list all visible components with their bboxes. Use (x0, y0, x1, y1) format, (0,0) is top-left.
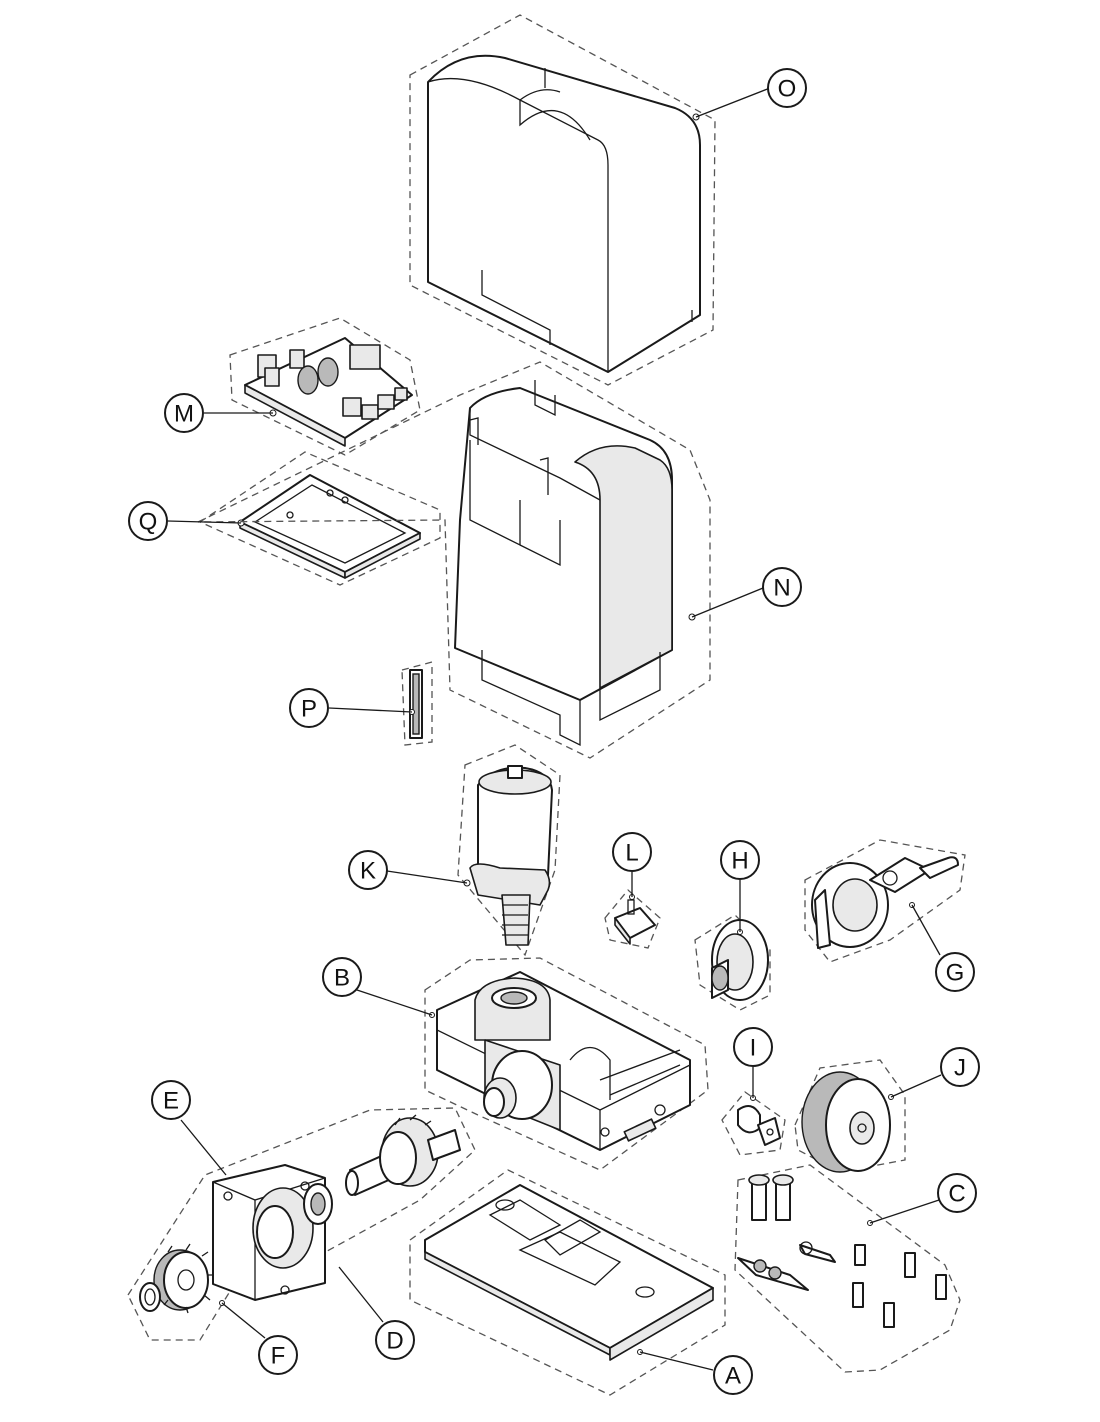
callout-n: N (762, 567, 802, 607)
callout-label-b: B (334, 965, 350, 992)
callout-o: O (767, 68, 807, 108)
callout-l: L (612, 832, 652, 872)
callout-label-n: N (773, 575, 790, 602)
callout-label-h: H (731, 848, 748, 875)
part-l-micro-switch (604, 889, 661, 949)
part-i-clamp (721, 1091, 786, 1156)
part-b-gearbox (424, 957, 709, 1171)
part-c-hardware-kit (734, 1164, 961, 1373)
callout-c: C (937, 1173, 977, 1213)
part-h-limit-cam (694, 914, 771, 1011)
callout-label-l: L (625, 840, 638, 867)
callout-m: M (164, 393, 204, 433)
callout-d: D (375, 1320, 415, 1360)
part-g-release-lock (804, 839, 966, 963)
part-j-wheel (794, 1059, 906, 1173)
leader-lines (167, 87, 942, 1371)
callout-label-p: P (301, 696, 317, 723)
callout-label-f: F (271, 1343, 286, 1370)
callout-a: A (713, 1355, 753, 1395)
part-o-top-cover (409, 14, 716, 386)
part-n-main-housing (197, 361, 711, 759)
callout-i: I (733, 1027, 773, 1067)
callout-label-g: G (946, 960, 965, 987)
callout-g: G (935, 952, 975, 992)
callout-k: K (348, 850, 388, 890)
callout-b: B (322, 957, 362, 997)
callout-label-a: A (725, 1363, 741, 1390)
callout-label-j: J (954, 1055, 966, 1082)
callout-label-i: I (750, 1035, 757, 1062)
part-d-output-shaft-assembly (127, 1107, 476, 1341)
part-q-base-plate (198, 451, 441, 586)
part-f-pinion-gear (139, 1243, 225, 1314)
callout-label-o: O (778, 76, 797, 103)
part-k-motor (457, 744, 561, 957)
callout-h: H (720, 840, 760, 880)
callout-label-q: Q (139, 509, 158, 536)
callout-q: Q (128, 501, 168, 541)
part-p-rubber-strip (401, 661, 433, 746)
callout-label-d: D (386, 1328, 403, 1355)
callout-label-c: C (948, 1181, 965, 1208)
part-m-control-board (229, 317, 421, 456)
callout-label-k: K (360, 858, 376, 885)
callout-label-e: E (163, 1088, 179, 1115)
part-a-base-tray (409, 1169, 726, 1396)
callout-e: E (151, 1080, 191, 1120)
callout-f: F (258, 1335, 298, 1375)
callout-p: P (289, 688, 329, 728)
callout-label-m: M (174, 401, 194, 428)
callout-j: J (940, 1047, 980, 1087)
